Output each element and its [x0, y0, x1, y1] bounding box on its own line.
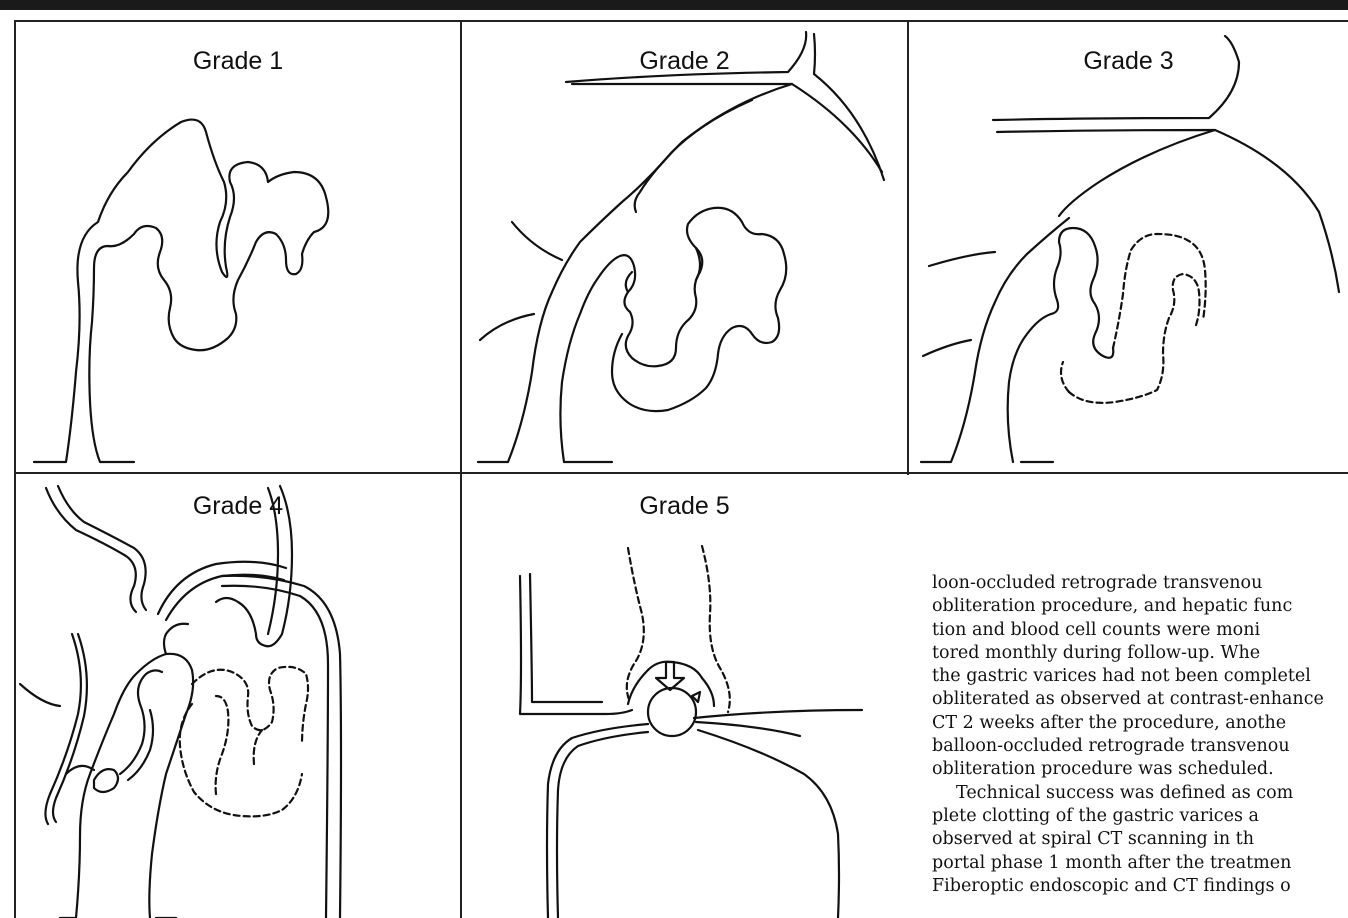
- grade-2-drawing: [462, 22, 907, 472]
- grade-4-drawing: [16, 474, 460, 918]
- text-line: balloon-occluded retrograde transvenou: [932, 735, 1348, 758]
- text-line: observed at spiral CT scanning in th: [932, 828, 1348, 851]
- text-line: plete clotting of the gastric varices a: [932, 805, 1348, 828]
- text-line: portal phase 1 month after the treatmen: [932, 852, 1348, 875]
- text-line: Technical success was defined as com: [932, 782, 1348, 805]
- text-line: tored monthly during follow-up. Whe: [932, 642, 1348, 665]
- panel-grade-1: Grade 1: [16, 22, 460, 472]
- text-line: Fiberoptic endoscopic and CT findings o: [932, 875, 1348, 898]
- text-line: the gastric varices had not been complet…: [932, 665, 1348, 688]
- panel-grade-4: Grade 4: [16, 474, 460, 918]
- grade-1-drawing: [16, 22, 460, 472]
- panel-grade-5: Grade 5: [462, 474, 907, 918]
- panel-grade-2: Grade 2: [462, 22, 907, 472]
- grade-3-drawing: [909, 22, 1348, 472]
- top-rule: [0, 0, 1348, 10]
- body-text-column: loon-occluded retrograde transvenou obli…: [932, 572, 1348, 918]
- text-line: tion and blood cell counts were moni: [932, 619, 1348, 642]
- text-line: CT 2 weeks after the procedure, anothe: [932, 712, 1348, 735]
- text-line: obliterated as observed at contrast-enha…: [932, 688, 1348, 711]
- grade-5-drawing: [462, 474, 907, 918]
- text-line: obliteration procedure was scheduled.: [932, 758, 1348, 781]
- panel-grade-3: Grade 3: [909, 22, 1348, 472]
- text-line: loon-occluded retrograde transvenou: [932, 572, 1348, 595]
- text-line: obliteration procedure, and hepatic func: [932, 595, 1348, 618]
